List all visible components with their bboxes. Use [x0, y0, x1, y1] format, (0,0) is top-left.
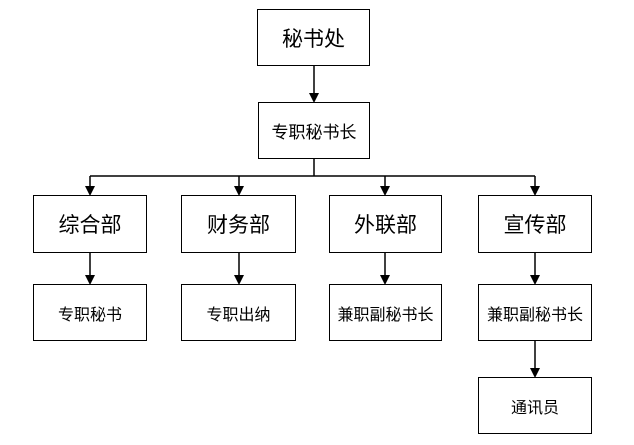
node-dept-finance: 财务部 [181, 195, 296, 253]
node-label: 兼职副秘书长 [486, 304, 583, 324]
node-dept-liaison: 外联部 [329, 195, 442, 253]
node-publicity-deputy: 兼职副秘书长 [478, 284, 592, 341]
node-label: 综合部 [58, 213, 122, 237]
node-label: 专职秘书 [57, 304, 122, 324]
node-secretariat: 秘书处 [257, 9, 370, 66]
node-general-secretary: 专职秘书 [33, 284, 147, 341]
node-label: 兼职副秘书长 [337, 304, 434, 324]
node-label: 财务部 [207, 213, 270, 237]
node-label: 通讯员 [510, 397, 559, 417]
node-secretary-general: 专职秘书长 [258, 102, 370, 159]
node-dept-general: 综合部 [33, 195, 147, 253]
node-label: 专职出纳 [206, 304, 271, 324]
node-label: 宣传部 [503, 213, 567, 237]
node-liaison-deputy: 兼职副秘书长 [329, 284, 442, 341]
node-dept-publicity: 宣传部 [478, 195, 592, 253]
node-label: 专职秘书长 [271, 123, 357, 143]
node-correspondent: 通讯员 [478, 377, 592, 434]
node-label: 秘书处 [282, 26, 345, 51]
node-label: 外联部 [354, 213, 417, 237]
node-finance-cashier: 专职出纳 [181, 284, 296, 341]
